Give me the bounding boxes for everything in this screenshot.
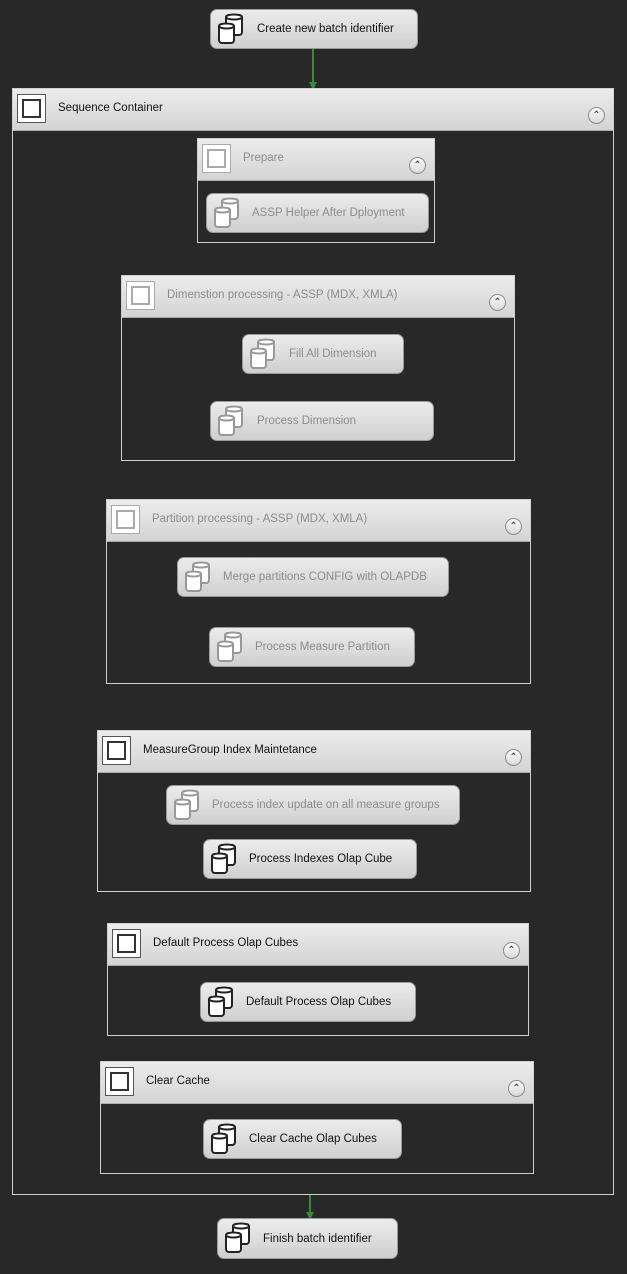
- chevron-up-icon[interactable]: ⌃: [588, 107, 605, 124]
- chevron-up-icon[interactable]: ⌃: [409, 157, 426, 174]
- container-partition-header[interactable]: Partition processing - ASSP (MDX, XMLA) …: [107, 500, 530, 542]
- database-task-icon: [214, 197, 239, 228]
- task-label: Create new batch identifier: [257, 23, 394, 35]
- task-label: Process Dimension: [257, 415, 357, 427]
- task-label: Process Measure Partition: [255, 641, 390, 653]
- database-task-icon: [250, 338, 275, 369]
- chevron-up-icon[interactable]: ⌃: [505, 518, 522, 535]
- task-label: ASSP Helper After Dployment: [252, 207, 405, 219]
- task-process-dimension[interactable]: Process Dimension: [210, 401, 434, 441]
- container-title: Sequence Container: [58, 102, 163, 114]
- sequence-container-icon: [202, 144, 231, 173]
- task-default-process-olap-cubes[interactable]: Default Process Olap Cubes: [200, 982, 416, 1022]
- container-title: MeasureGroup Index Maintetance: [143, 744, 317, 756]
- container-clear-cache[interactable]: Clear Cache ⌃: [100, 1061, 534, 1174]
- task-process-measure-partition[interactable]: Process Measure Partition: [209, 627, 415, 667]
- sequence-container-icon: [112, 929, 141, 958]
- database-task-icon: [218, 405, 243, 436]
- container-title: Clear Cache: [146, 1075, 210, 1087]
- container-clear-cache-header[interactable]: Clear Cache ⌃: [101, 1062, 533, 1104]
- container-dimension-header[interactable]: Dimenstion processing - ASSP (MDX, XMLA)…: [122, 276, 514, 318]
- task-create-batch-identifier[interactable]: Create new batch identifier: [210, 9, 418, 49]
- container-measuregroup-header[interactable]: MeasureGroup Index Maintetance ⌃: [98, 731, 530, 773]
- container-title: Partition processing - ASSP (MDX, XMLA): [152, 513, 368, 525]
- database-task-icon: [225, 1222, 250, 1253]
- task-label: Finish batch identifier: [263, 1232, 372, 1245]
- sequence-container-icon: [111, 505, 140, 534]
- task-process-indexes-olap-cube[interactable]: Process Indexes Olap Cube: [203, 839, 417, 879]
- sequence-container-icon: [17, 94, 46, 123]
- chevron-up-icon[interactable]: ⌃: [503, 942, 520, 959]
- task-label: Process Indexes Olap Cube: [249, 853, 393, 865]
- chevron-up-icon[interactable]: ⌃: [505, 749, 522, 766]
- task-label: Process index update on all measure grou…: [212, 799, 440, 811]
- sequence-container-icon: [126, 281, 155, 310]
- database-task-icon: [217, 631, 242, 662]
- database-task-icon: [218, 13, 243, 44]
- sequence-container-header[interactable]: Sequence Container ⌃: [13, 89, 613, 131]
- sequence-container-icon: [102, 736, 131, 765]
- database-task-icon: [211, 843, 236, 874]
- task-label: Default Process Olap Cubes: [246, 996, 392, 1008]
- task-clear-cache-olap-cubes[interactable]: Clear Cache Olap Cubes: [203, 1119, 402, 1159]
- container-default-process-header[interactable]: Default Process Olap Cubes ⌃: [108, 924, 528, 966]
- sequence-container-icon: [105, 1067, 134, 1096]
- database-task-icon: [174, 789, 199, 820]
- container-title: Prepare: [243, 152, 284, 164]
- chevron-up-icon[interactable]: ⌃: [508, 1080, 525, 1097]
- task-finish-batch-identifier[interactable]: Finish batch identifier: [217, 1218, 398, 1259]
- task-label: Fill All Dimension: [289, 348, 377, 360]
- database-task-icon: [208, 986, 233, 1017]
- database-task-icon: [185, 561, 210, 592]
- chevron-up-icon[interactable]: ⌃: [489, 294, 506, 311]
- container-title: Dimenstion processing - ASSP (MDX, XMLA): [167, 289, 398, 301]
- container-prepare-header[interactable]: Prepare ⌃: [198, 139, 434, 181]
- task-process-index-update[interactable]: Process index update on all measure grou…: [166, 785, 460, 825]
- task-merge-partitions[interactable]: Merge partitions CONFIG with OLAPDB: [177, 557, 449, 597]
- task-label: Clear Cache Olap Cubes: [249, 1133, 377, 1145]
- task-fill-all-dimension[interactable]: Fill All Dimension: [242, 334, 404, 374]
- container-prepare[interactable]: Prepare ⌃: [197, 138, 435, 243]
- task-assp-helper[interactable]: ASSP Helper After Dployment: [206, 193, 429, 233]
- task-label: Merge partitions CONFIG with OLAPDB: [223, 571, 427, 583]
- container-title: Default Process Olap Cubes: [153, 937, 299, 949]
- database-task-icon: [211, 1123, 236, 1154]
